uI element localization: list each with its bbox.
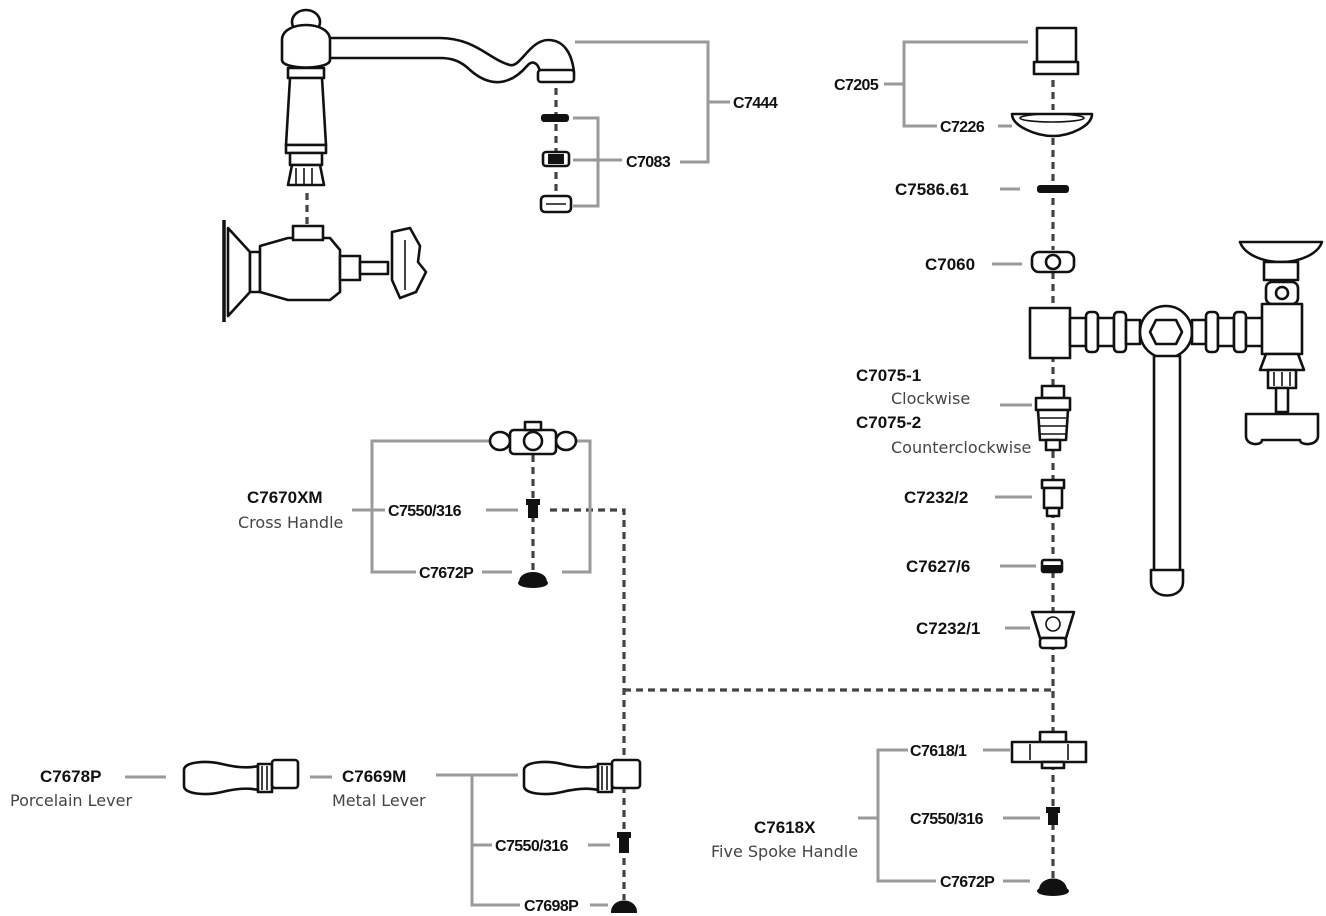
label-c7550-cross: C7550/316 xyxy=(388,503,462,520)
leader-lines xyxy=(125,40,1040,907)
button-cap-icon xyxy=(1037,878,1069,896)
valve-body-right-icon xyxy=(1028,304,1268,597)
label-c7669m-desc: Metal Lever xyxy=(332,791,426,810)
label-c7444: C7444 xyxy=(733,95,778,112)
lever-screw-icon xyxy=(617,832,631,853)
label-c7232-1: C7232/1 xyxy=(916,619,980,638)
label-c7698p: C7698P xyxy=(524,898,579,915)
label-c7672p-spoke: C7672P xyxy=(940,874,995,891)
label-c7075-1-desc: Clockwise xyxy=(891,389,970,408)
label-c7670xm: C7670XM xyxy=(247,488,323,507)
spindle-icon xyxy=(1040,478,1066,518)
aerator-icon xyxy=(539,114,573,214)
cartridge-icon xyxy=(1034,384,1072,452)
label-c7586: C7586.61 xyxy=(895,180,969,199)
label-c7678p: C7678P xyxy=(40,767,101,786)
label-c7226: C7226 xyxy=(940,119,985,136)
label-c7618x: C7618X xyxy=(754,818,816,837)
o-ring-icon xyxy=(1037,185,1069,193)
label-c7060: C7060 xyxy=(925,255,975,274)
label-c7670xm-desc: Cross Handle xyxy=(238,513,343,532)
label-c7678p-desc: Porcelain Lever xyxy=(10,791,132,810)
label-c7618-1: C7618/1 xyxy=(910,743,967,760)
faucet-assembly-icon xyxy=(280,8,576,187)
lever-button-cap-icon xyxy=(610,900,638,913)
label-c7627: C7627/6 xyxy=(906,557,970,576)
bonnet-nut-icon xyxy=(1030,250,1076,274)
label-c7550-spoke: C7550/316 xyxy=(910,811,984,828)
part-labels: C7444 C7083 C7205 C7226 C7586.61 C7060 C… xyxy=(10,77,1031,915)
label-c7075-2-desc: Counterclockwise xyxy=(891,438,1031,457)
seat-icon xyxy=(1030,610,1076,650)
cross-handle-icon xyxy=(488,420,578,456)
five-spoke-handle-icon xyxy=(1010,730,1088,770)
label-c7232-2: C7232/2 xyxy=(904,488,968,507)
washer-icon xyxy=(1040,558,1064,574)
screw-icon xyxy=(1046,807,1060,825)
valve-body-icon xyxy=(222,220,428,322)
label-c7618x-desc: Five Spoke Handle xyxy=(711,842,858,861)
label-c7669m: C7669M xyxy=(342,767,406,786)
label-c7550-lever: C7550/316 xyxy=(495,838,569,855)
label-c7075-2: C7075-2 xyxy=(856,413,921,432)
label-c7672p-cross: C7672P xyxy=(419,565,474,582)
label-c7075-1: C7075-1 xyxy=(856,366,921,385)
cap-icon xyxy=(1032,26,1080,76)
cross-button-cap-icon xyxy=(518,572,548,588)
porcelain-lever-icon xyxy=(182,758,300,796)
label-c7083: C7083 xyxy=(626,154,671,171)
label-c7205: C7205 xyxy=(834,77,879,94)
cross-screw-icon xyxy=(526,499,540,518)
mini-valve-assembly-icon xyxy=(1238,240,1324,446)
escutcheon-icon xyxy=(1010,112,1094,138)
metal-lever-icon xyxy=(522,758,642,796)
